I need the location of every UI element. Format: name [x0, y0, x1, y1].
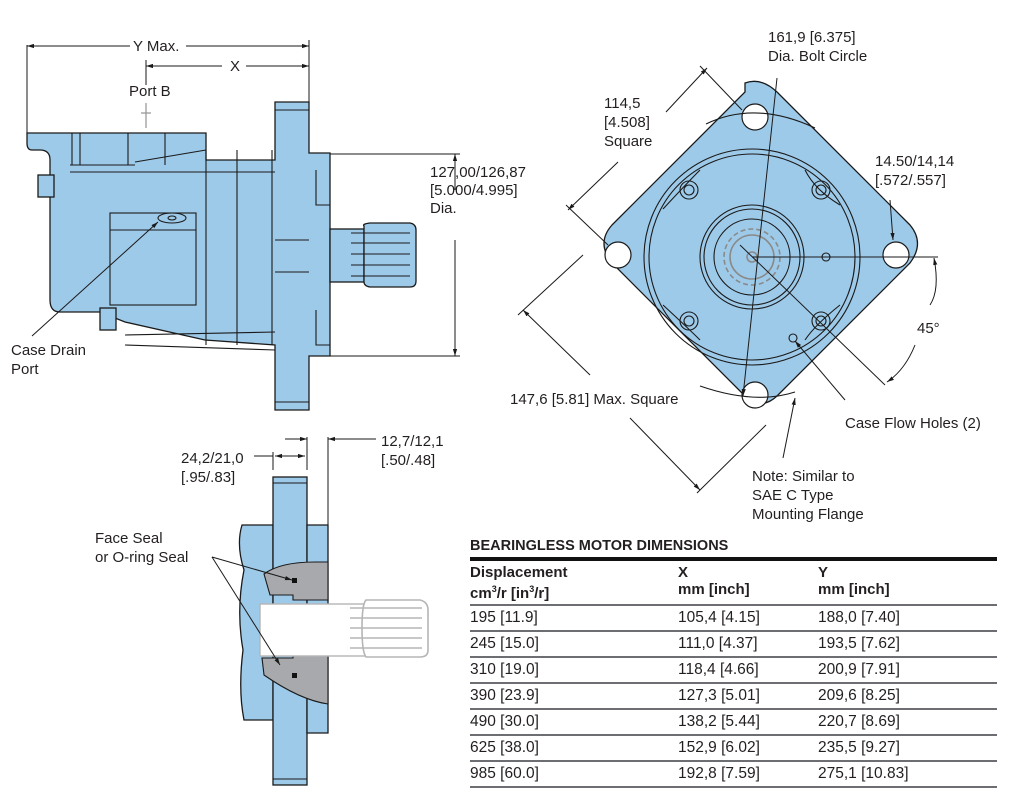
cell-displacement: 985 [60.0]	[470, 761, 678, 788]
hole-dia-label-2: [.572/.557]	[875, 172, 946, 189]
flange-thickness-label: 24,2/21,0	[181, 450, 244, 467]
table-row: 390 [23.9]127,3 [5.01]209,6 [8.25]	[470, 683, 997, 710]
table-row: 985 [60.0]192,8 [7.59]275,1 [10.83]	[470, 761, 997, 788]
square-label-2: [4.508]	[604, 114, 650, 131]
table-row: 625 [38.0]152,9 [6.02]235,5 [9.27]	[470, 735, 997, 762]
pilot-length-label: 12,7/12,1	[381, 433, 444, 450]
square-label-3: Square	[604, 133, 652, 150]
cell-y: 188,0 [7.40]	[818, 605, 997, 632]
cell-y: 209,6 [8.25]	[818, 683, 997, 710]
square-label: 114,5	[604, 95, 640, 112]
header-displacement-sup-2: 3	[529, 584, 535, 594]
case-drain-label: Case Drain	[11, 342, 86, 359]
pilot-dia-label: 127,00/126,87	[430, 164, 526, 181]
header-y-title: Y	[818, 564, 829, 581]
motor-dimensions-table: BEARINGLESS MOTOR DIMENSIONS Displacemen…	[470, 538, 997, 788]
pilot-length-label-2: [.50/.48]	[381, 452, 435, 469]
hole-dia-label: 14.50/14,14	[875, 153, 954, 170]
note-label-3: Mounting Flange	[752, 506, 864, 523]
table-row: 245 [15.0]111,0 [4.37]193,5 [7.62]	[470, 631, 997, 658]
cell-y: 193,5 [7.62]	[818, 631, 997, 658]
header-displacement: Displacement cm3/r [in3/r]	[470, 561, 678, 606]
cell-x: 118,4 [4.66]	[678, 657, 818, 684]
seal-label-2: or O-ring Seal	[95, 549, 188, 566]
cell-y: 220,7 [8.69]	[818, 709, 997, 736]
table-row: 490 [30.0]138,2 [5.44]220,7 [8.69]	[470, 709, 997, 736]
cell-x: 152,9 [6.02]	[678, 735, 818, 762]
bolt-hole-top	[741, 103, 769, 131]
flange-thickness-label-2: [.95/.83]	[181, 469, 235, 486]
front-view: 161,9 [6.375] Dia. Bolt Circle 114,5 [4.…	[510, 29, 981, 523]
header-displacement-unit-c: /r]	[534, 585, 550, 602]
cell-x: 111,0 [4.37]	[678, 631, 818, 658]
table-row: 195 [11.9]105,4 [4.15]188,0 [7.40]	[470, 605, 997, 632]
note-label: Note: Similar to	[752, 468, 855, 485]
table-header-row: Displacement cm3/r [in3/r] X mm [inch] Y…	[470, 561, 997, 606]
seal-label: Face Seal	[95, 530, 163, 547]
cell-displacement: 310 [19.0]	[470, 657, 678, 684]
header-x: X mm [inch]	[678, 561, 818, 606]
y-max-label: Y Max.	[133, 38, 179, 55]
bolt-hole-left	[604, 241, 632, 269]
header-displacement-sup-1: 3	[491, 584, 497, 594]
cell-displacement: 195 [11.9]	[470, 605, 678, 632]
note-label-2: SAE C Type	[752, 487, 833, 504]
bolt-circle-label-2: Dia. Bolt Circle	[768, 48, 867, 65]
cell-x: 127,3 [5.01]	[678, 683, 818, 710]
cell-x: 105,4 [4.15]	[678, 605, 818, 632]
cell-displacement: 625 [38.0]	[470, 735, 678, 762]
bolt-circle-label: 161,9 [6.375]	[768, 29, 856, 46]
header-displacement-unit-b: /r [in	[496, 585, 530, 602]
section-view: 24,2/21,0 [.95/.83] 12,7/12,1 [.50/.48] …	[95, 433, 444, 786]
cell-displacement: 390 [23.9]	[470, 683, 678, 710]
pilot-dia-suffix: Dia.	[430, 200, 457, 217]
cell-displacement: 245 [15.0]	[470, 631, 678, 658]
cell-y: 235,5 [9.27]	[818, 735, 997, 762]
case-flow-label: Case Flow Holes (2)	[845, 415, 981, 432]
port-b-label: Port B	[129, 83, 171, 100]
side-view: Y Max. X Port B	[11, 38, 526, 411]
max-square-label: 147,6 [5.81] Max. Square	[510, 391, 678, 408]
header-displacement-unit-a: cm	[470, 585, 492, 602]
bolt-hole-bottom	[741, 381, 769, 409]
cell-y: 200,9 [7.91]	[818, 657, 997, 684]
header-x-unit: mm [inch]	[678, 581, 750, 598]
cell-y: 275,1 [10.83]	[818, 761, 997, 788]
case-drain-label-2: Port	[11, 361, 39, 378]
table-title: BEARINGLESS MOTOR DIMENSIONS	[470, 538, 997, 561]
header-displacement-title: Displacement	[470, 564, 568, 581]
header-y-unit: mm [inch]	[818, 581, 890, 598]
header-y: Y mm [inch]	[818, 561, 997, 606]
pilot-dia-inch-label: [5.000/4.995]	[430, 182, 518, 199]
bolt-hole-right	[882, 241, 910, 269]
angle-label: 45°	[917, 320, 940, 337]
cell-x: 192,8 [7.59]	[678, 761, 818, 788]
table-row: 310 [19.0]118,4 [4.66]200,9 [7.91]	[470, 657, 997, 684]
x-label: X	[230, 58, 240, 75]
header-x-title: X	[678, 564, 689, 581]
cell-x: 138,2 [5.44]	[678, 709, 818, 736]
cell-displacement: 490 [30.0]	[470, 709, 678, 736]
